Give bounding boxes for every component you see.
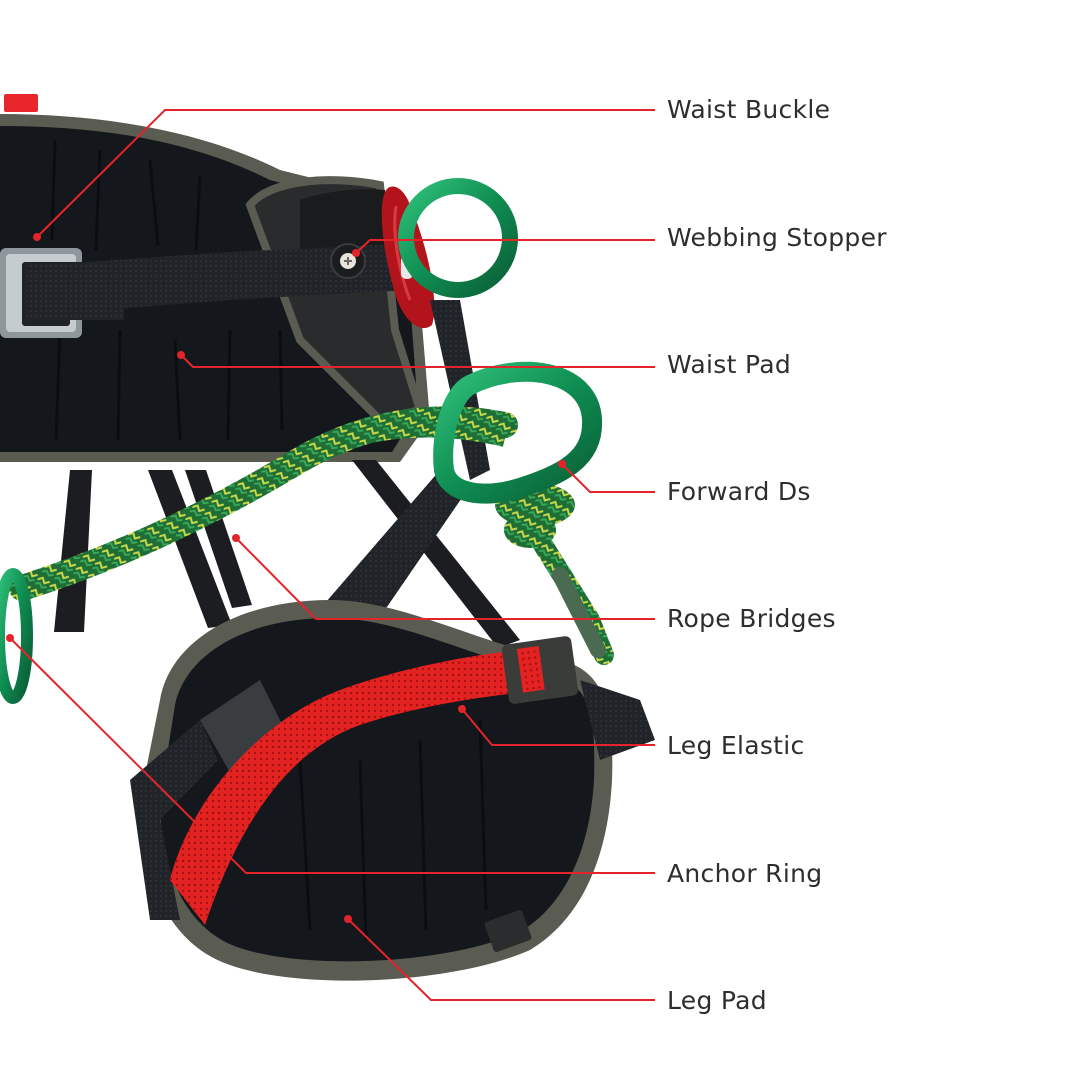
leader-waist-buckle	[36, 109, 655, 238]
leader-waist-pad	[180, 354, 655, 368]
leader-leg-elastic	[461, 708, 655, 746]
red-tab	[4, 94, 38, 112]
waist-buckle	[0, 248, 124, 338]
label-forward-ds: Forward Ds	[667, 477, 811, 506]
label-anchor-ring: Anchor Ring	[667, 859, 823, 888]
leg-elastic	[170, 650, 525, 925]
leader-rope-bridges	[235, 537, 655, 620]
label-waist-buckle: Waist Buckle	[667, 95, 831, 124]
leader-anchor-ring	[9, 637, 655, 874]
harness-illustration	[0, 94, 655, 981]
label-webbing-stopper: Webbing Stopper	[667, 223, 887, 252]
leader-webbing-stopper	[355, 239, 655, 254]
forward-d	[433, 361, 603, 504]
leader-forward-ds	[561, 463, 655, 493]
label-leg-pad: Leg Pad	[667, 986, 767, 1015]
callout-lines	[9, 109, 655, 1001]
anchor-ring	[0, 568, 33, 704]
label-rope-bridges: Rope Bridges	[667, 604, 836, 633]
label-leg-elastic: Leg Elastic	[667, 731, 805, 760]
label-waist-pad: Waist Pad	[667, 350, 792, 379]
callout-dots	[6, 233, 566, 923]
waist-ring	[398, 178, 518, 298]
leader-leg-pad	[347, 918, 655, 1001]
